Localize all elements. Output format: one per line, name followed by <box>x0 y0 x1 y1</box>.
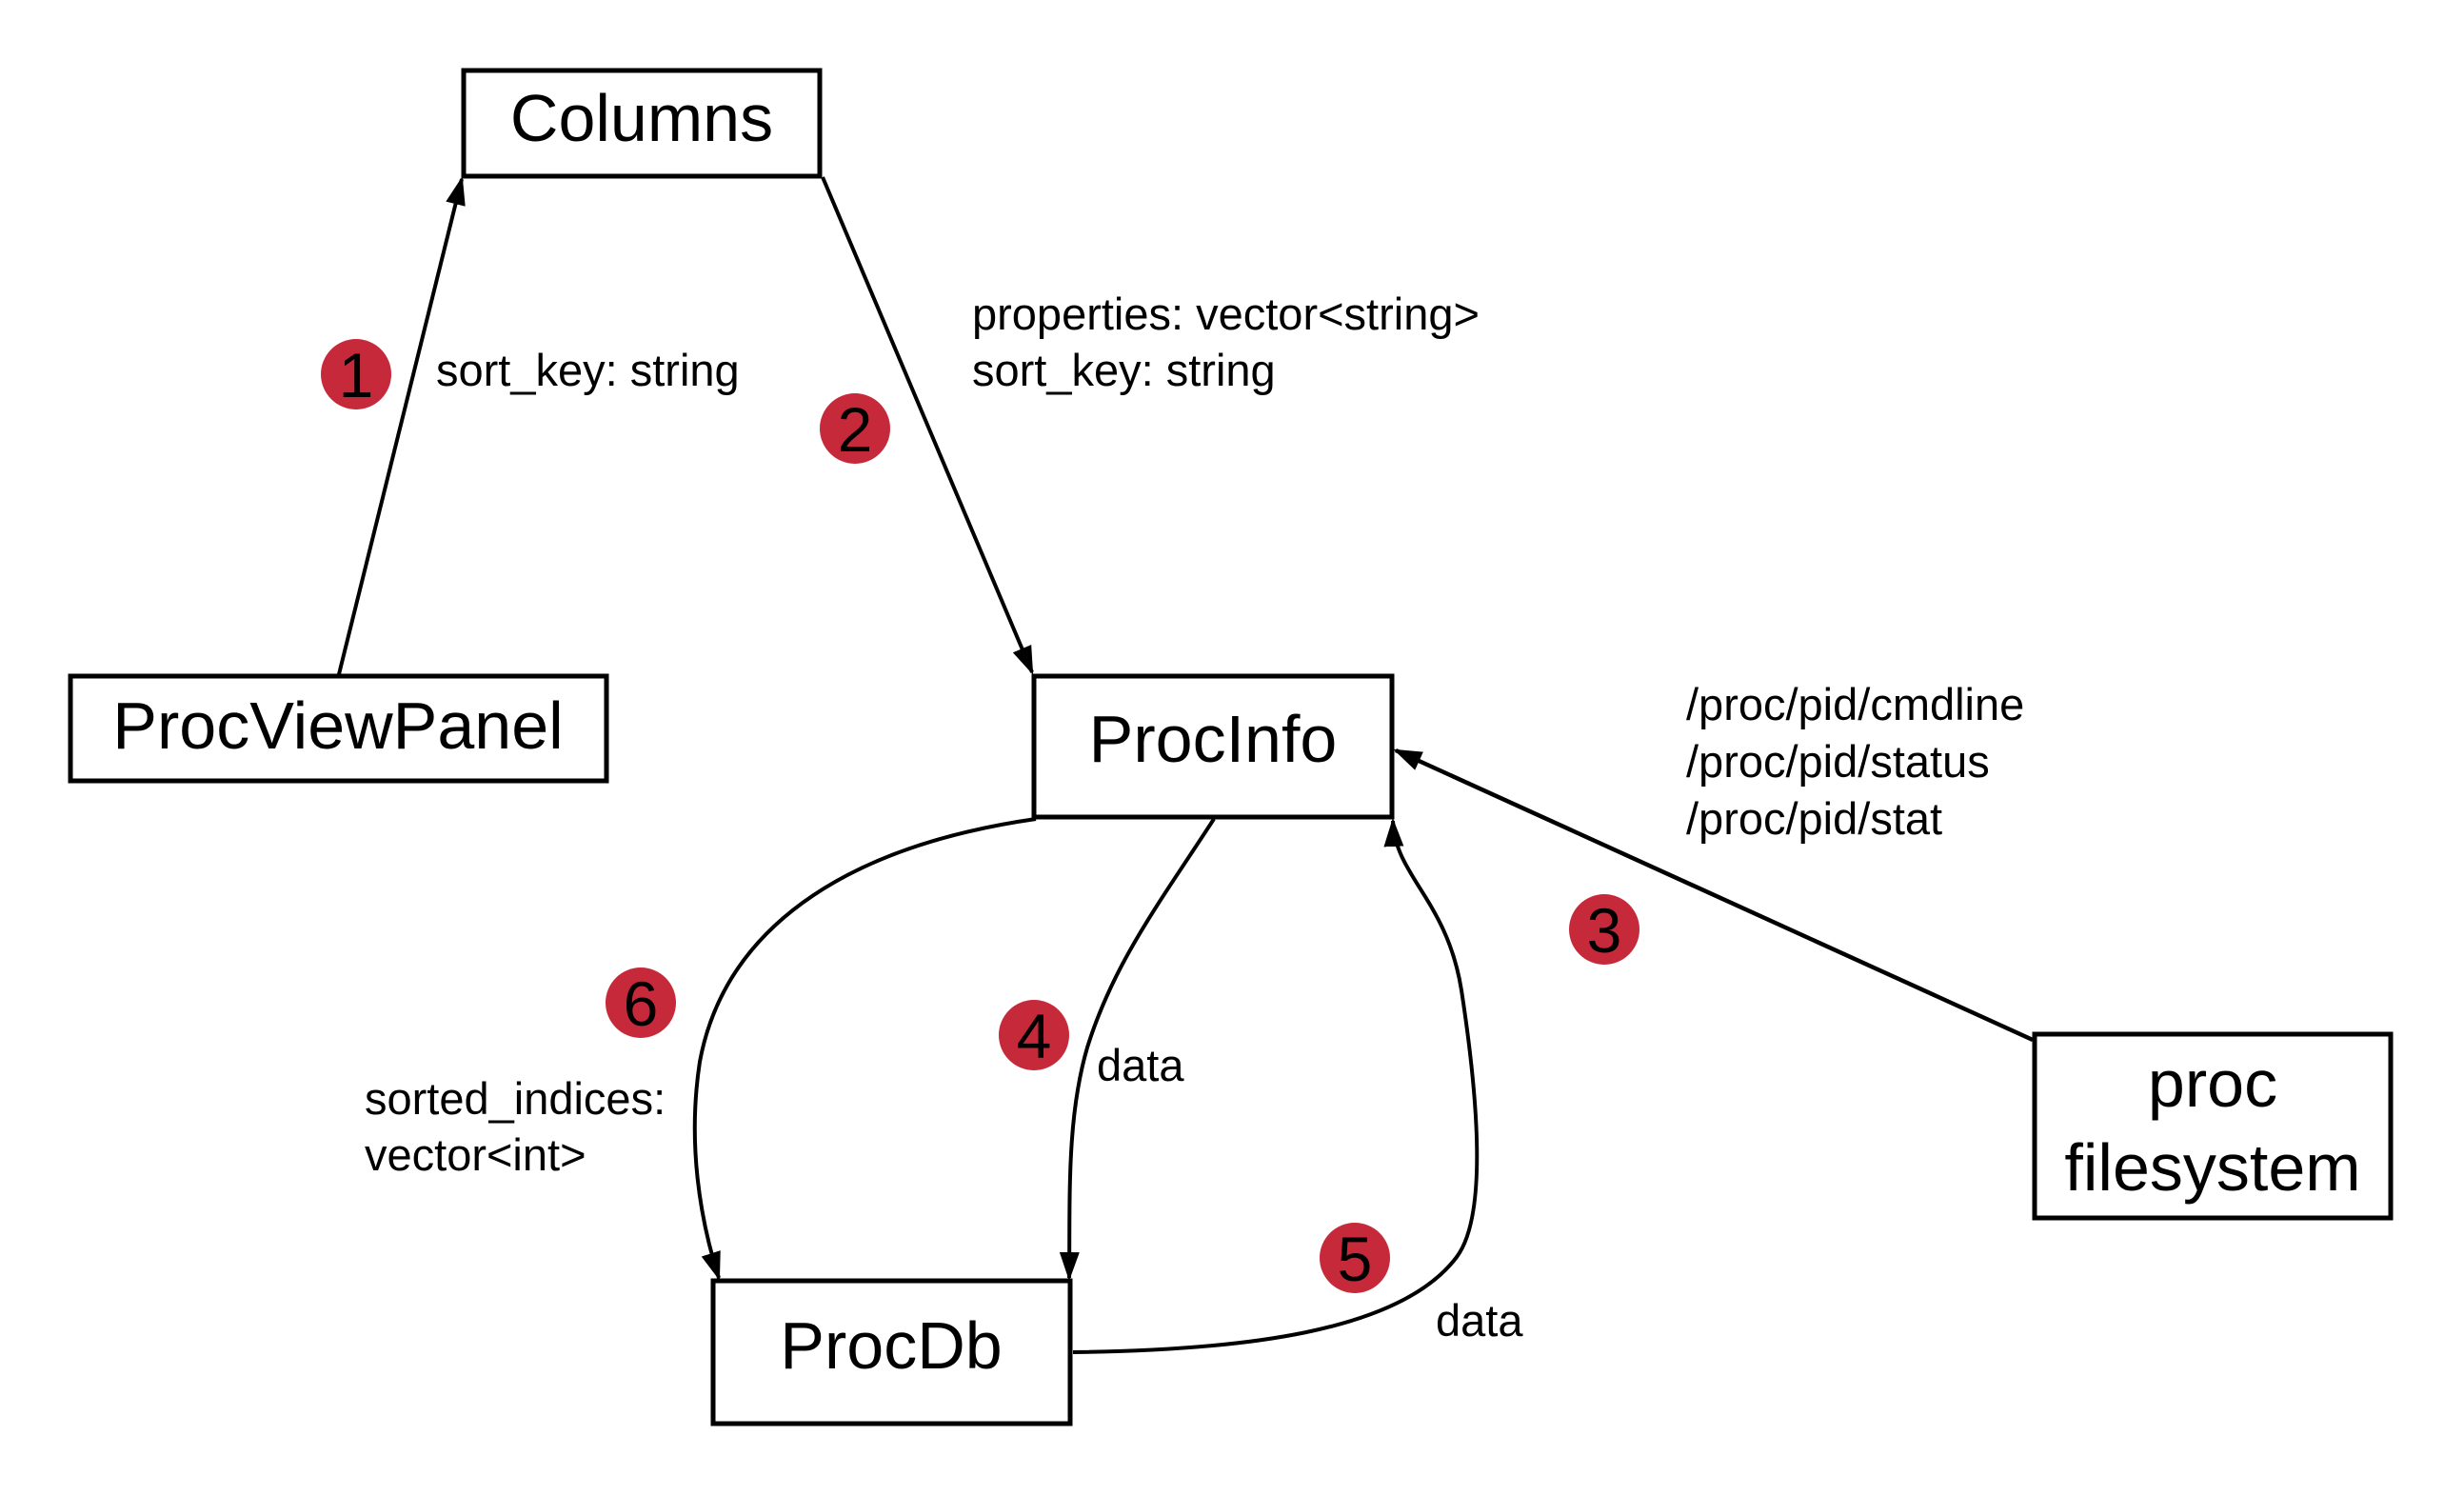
edge-4 <box>1059 817 1216 1281</box>
step-badge-4-circle <box>999 1000 1069 1070</box>
step-badge-6-circle <box>606 967 676 1038</box>
node-procviewpanel-box <box>68 673 609 784</box>
step-badge-1-circle <box>321 339 391 409</box>
edge-3-label-line-2: /proc/pid/status <box>1686 736 1990 787</box>
step-badge-6-number: 6 <box>624 968 659 1039</box>
step-badge-2: 2 <box>820 393 890 465</box>
node-procviewpanel: ProcViewPanel <box>68 673 609 784</box>
edge-3-label-line-1: /proc/pid/cmdline <box>1686 679 2024 729</box>
edge-1-label: sort_key: string <box>436 345 740 395</box>
edge-5-arrow <box>1072 818 1480 1354</box>
step-badge-1-number: 1 <box>339 340 374 410</box>
edge-3-label-line-3: /proc/pid/stat <box>1686 793 1942 844</box>
edge-3-arrow <box>1393 748 2034 1043</box>
node-procinfo: ProcInfo <box>1031 673 1395 820</box>
edge-4-arrow <box>1059 817 1216 1281</box>
edge-2-label-line-1: properties: vector<string> <box>972 289 1480 339</box>
node-procviewpanel-label: ProcViewPanel <box>112 688 563 763</box>
edge-6-arrow <box>692 817 1037 1281</box>
node-procinfo-box <box>1031 673 1395 820</box>
node-proc-filesystem: proc filesystem <box>2032 1031 2394 1221</box>
node-columns-label: Columns <box>510 81 773 155</box>
node-proc-filesystem-label-line-1: proc <box>2148 1047 2277 1121</box>
edge-6 <box>692 817 1037 1281</box>
step-badge-4: 4 <box>999 1000 1069 1071</box>
node-procdb: ProcDb <box>710 1278 1073 1426</box>
node-columns-box <box>461 68 823 179</box>
step-badge-5-number: 5 <box>1338 1224 1373 1294</box>
step-badge-3-circle <box>1569 894 1639 965</box>
edge-5 <box>1072 818 1480 1354</box>
step-badge-5-circle <box>1320 1223 1390 1293</box>
edge-1-arrow <box>337 176 466 675</box>
node-proc-filesystem-box <box>2032 1031 2394 1221</box>
edge-2-label-line-2: sort_key: string <box>972 345 1276 395</box>
step-badge-1: 1 <box>321 339 391 410</box>
edge-2 <box>821 176 1034 675</box>
step-badge-2-circle <box>820 393 890 464</box>
node-procinfo-label: ProcInfo <box>1089 702 1338 776</box>
edge-3 <box>1393 748 2034 1043</box>
edge-2-arrow <box>821 176 1034 675</box>
edge-4-label: data <box>1097 1040 1184 1090</box>
node-columns: Columns <box>461 68 823 179</box>
step-badge-2-number: 2 <box>838 394 873 465</box>
step-badge-3: 3 <box>1569 894 1639 966</box>
step-badge-3-number: 3 <box>1587 895 1622 966</box>
node-procdb-box <box>710 1278 1073 1426</box>
step-badge-5: 5 <box>1320 1223 1390 1294</box>
edge-6-label-line-1: sorted_indices: <box>365 1073 666 1124</box>
edge-5-label: data <box>1436 1295 1523 1346</box>
node-procdb-label: ProcDb <box>780 1308 1002 1383</box>
step-badge-4-number: 4 <box>1017 1001 1052 1071</box>
node-proc-filesystem-label-line-2: filesystem <box>2064 1130 2360 1205</box>
edge-6-label-line-2: vector<int> <box>365 1129 586 1180</box>
step-badge-6: 6 <box>606 967 676 1039</box>
edge-1 <box>337 176 466 675</box>
